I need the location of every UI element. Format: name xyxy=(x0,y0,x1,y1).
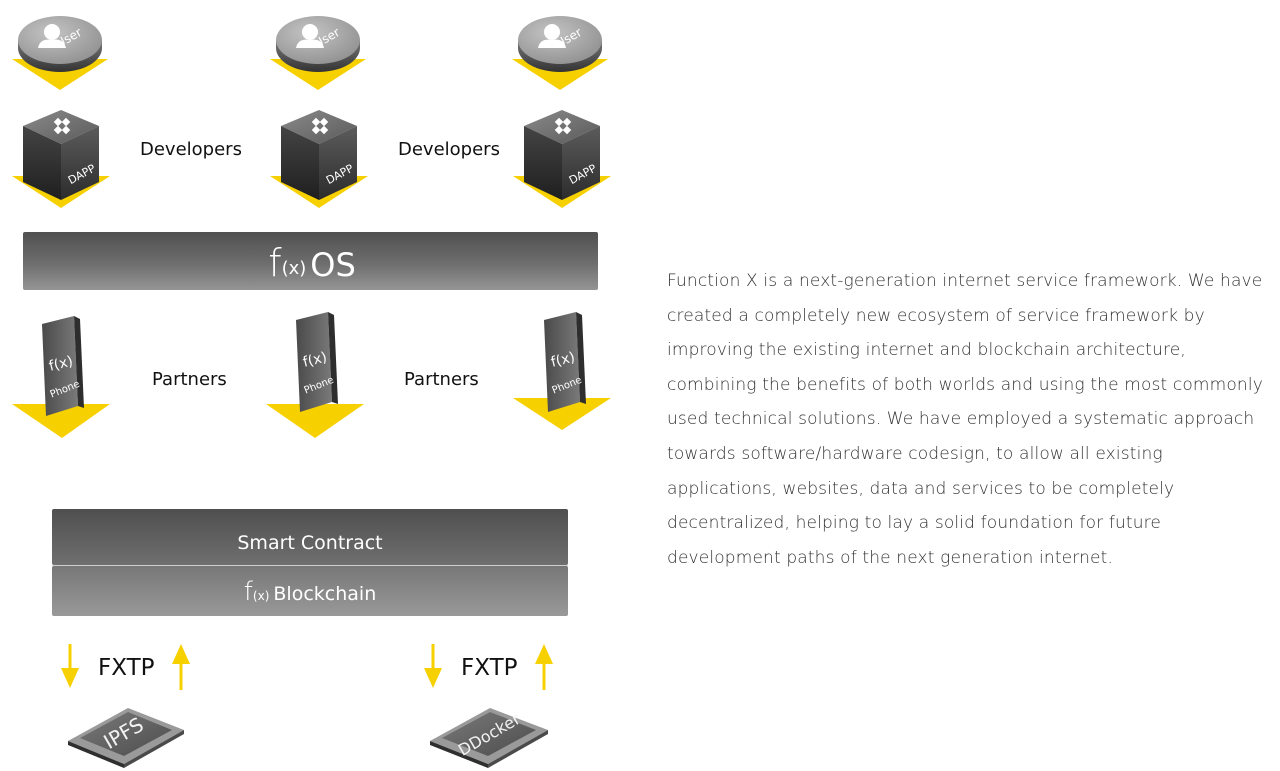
dapp-node-2: DAPP xyxy=(270,110,368,208)
user-node-3: User xyxy=(512,16,608,90)
dapp-cube-icon xyxy=(524,110,600,200)
protocol-right: FXTP xyxy=(424,644,553,690)
os-label: OS xyxy=(310,246,356,284)
blockchain-fx: f xyxy=(244,577,254,607)
arrow-up-icon xyxy=(535,644,553,690)
phone-fx: f(x) xyxy=(549,349,576,370)
yellow-arrow-down xyxy=(266,404,364,438)
developers-label: Developers xyxy=(140,139,242,160)
users-row: User User User xyxy=(12,16,608,90)
blockchain-stack: Smart Contract f(x) Blockchain xyxy=(52,509,568,616)
yellow-arrow-down xyxy=(12,404,110,438)
fxtp-label: FXTP xyxy=(98,655,155,681)
partners-label: Partners xyxy=(152,369,227,390)
blockchain-sub: (x) xyxy=(253,589,269,603)
architecture-diagram: User User User DAPP Developers DAPP Deve… xyxy=(12,16,611,768)
description-paragraph: Function X is a next-generation internet… xyxy=(667,271,1263,568)
smart-contract-label: Smart Contract xyxy=(237,532,382,554)
phone-node-2: f(x) Phone xyxy=(266,312,364,438)
arrow-down-icon xyxy=(424,644,442,688)
arrow-down-icon xyxy=(61,644,79,688)
fx-sub: (x) xyxy=(282,258,307,279)
svg-text:f(x)OS: f(x)OS xyxy=(268,241,356,285)
phone-node-1: f(x) Phone xyxy=(12,316,110,438)
developers-label: Developers xyxy=(398,139,500,160)
user-node-2: User xyxy=(270,16,366,90)
dapp-cube-icon xyxy=(281,110,357,200)
phone-fx: f(x) xyxy=(301,349,328,370)
blockchain-label: Blockchain xyxy=(273,583,376,605)
dapp-cube-icon xyxy=(23,110,99,200)
partners-label: Partners xyxy=(404,369,479,390)
phone-fx: f(x) xyxy=(47,353,74,374)
protocol-left: FXTP xyxy=(61,644,190,690)
svg-text:f(x)Blockchain: f(x) Blockchain xyxy=(244,577,376,607)
fxtp-label: FXTP xyxy=(461,655,518,681)
ipfs-chip-icon: IPFS xyxy=(68,708,184,768)
dapp-node-3: DAPP xyxy=(513,110,611,208)
dapp-node-1: DAPP xyxy=(12,110,110,208)
dapps-row: DAPP Developers DAPP Developers DAPP xyxy=(12,110,611,208)
ddocker-chip-icon: DDocker xyxy=(430,708,548,768)
yellow-arrow-down xyxy=(513,398,611,430)
fx-os-bar: f(x)OS xyxy=(23,232,598,290)
phones-row: f(x) Phone Partners f(x) Phone Partners … xyxy=(12,312,611,438)
user-node-1: User xyxy=(12,16,108,90)
fx-symbol: f xyxy=(268,241,282,285)
arrow-up-icon xyxy=(172,644,190,690)
phone-node-3: f(x) Phone xyxy=(513,312,611,430)
